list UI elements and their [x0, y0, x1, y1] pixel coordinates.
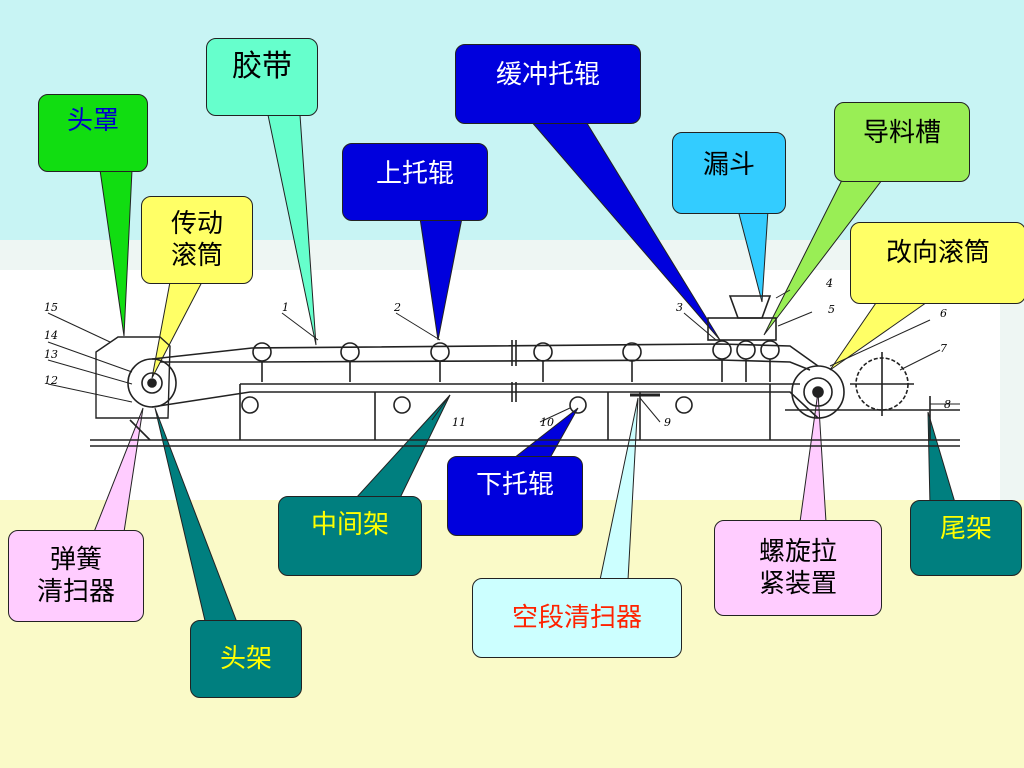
- part-number-10: 10: [540, 416, 554, 429]
- part-number-5: 5: [828, 303, 835, 316]
- frame: [90, 340, 960, 447]
- skirt-board: [707, 317, 777, 341]
- part-number-7: 7: [940, 342, 947, 355]
- callout-empty-section-cleaner: 空段清扫器: [472, 578, 682, 658]
- pointer-shangtuogun: [419, 217, 463, 341]
- pointer-jiaodai: [267, 114, 317, 346]
- callout-middle-frame: 中间架: [278, 496, 422, 576]
- callout-head-hood: 头罩: [38, 94, 148, 172]
- callout-hopper: 漏斗: [672, 132, 786, 214]
- callout-head-frame: 头架: [190, 620, 302, 698]
- callout-tail-frame: 尾架: [910, 500, 1022, 576]
- callout-screw-take-up: 螺旋拉 紧装置: [714, 520, 882, 616]
- pointer-weijia: [927, 411, 957, 507]
- part-number-15: 15: [44, 301, 58, 314]
- hopper: [728, 295, 772, 319]
- part-number-6: 6: [940, 307, 947, 320]
- pointer-kongduan: [599, 397, 639, 581]
- callout-guide-chute: 导料槽: [834, 102, 970, 182]
- callout-buffer-idler: 缓冲托辊: [455, 44, 641, 124]
- pointer-loudou: [737, 209, 769, 303]
- part-number-13: 13: [44, 348, 58, 361]
- part-number-8: 8: [944, 398, 951, 411]
- callout-drive-pulley: 传动 滚筒: [141, 196, 253, 284]
- belt-upper: [151, 343, 819, 367]
- part-number-12: 12: [44, 374, 58, 387]
- callout-belt: 胶带: [206, 38, 318, 116]
- callout-upper-idler: 上托辊: [342, 143, 488, 221]
- lower-rollers: [241, 396, 693, 414]
- callout-lower-idler: 下托辊: [447, 456, 583, 536]
- part-number-1: 1: [282, 301, 289, 314]
- part-number-14: 14: [44, 329, 58, 342]
- callout-spring-cleaner: 弹簧 清扫器: [8, 530, 144, 622]
- callout-bend-pulley: 改向滚筒: [850, 222, 1024, 304]
- pointer-luoxuan: [799, 391, 827, 523]
- pointer-chuandong: [151, 281, 203, 379]
- part-number-11: 11: [452, 416, 466, 429]
- part-number-2: 2: [393, 301, 401, 314]
- part-number-9: 9: [664, 416, 671, 429]
- part-number-4: 4: [825, 277, 833, 290]
- pointer-toupao: [99, 169, 133, 337]
- belt-lower: [151, 391, 819, 419]
- upper-rollers: [252, 340, 780, 382]
- part-number-3: 3: [676, 301, 683, 314]
- head-hood: [95, 336, 171, 419]
